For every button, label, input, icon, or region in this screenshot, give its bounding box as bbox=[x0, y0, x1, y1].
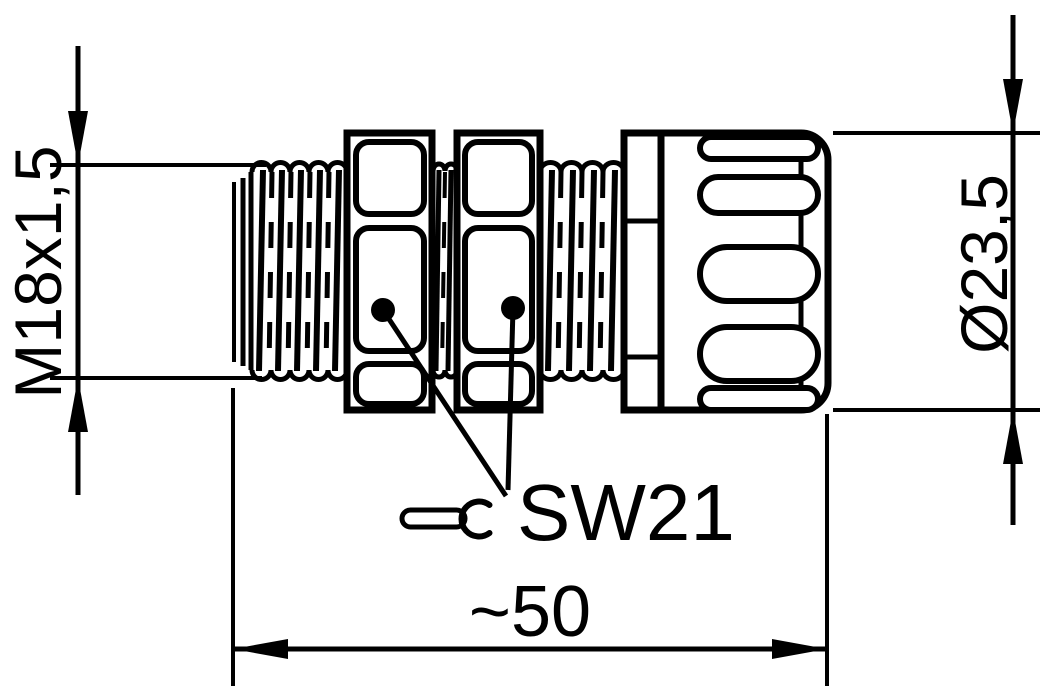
thread-flank-line bbox=[256, 169, 266, 372]
arrowhead-up bbox=[68, 378, 88, 432]
thread-flank-line bbox=[294, 169, 304, 372]
leader-line bbox=[505, 307, 516, 491]
thread-flank-line bbox=[587, 169, 597, 372]
grip-rib bbox=[697, 134, 821, 162]
leader-dot bbox=[501, 296, 525, 320]
leader-line bbox=[380, 308, 509, 498]
thread-section-rear bbox=[537, 160, 627, 382]
leader-dot bbox=[371, 298, 395, 322]
thread-root-dashed-line bbox=[597, 171, 606, 371]
thread-root-dashed-line bbox=[576, 171, 585, 371]
wrench-jaw bbox=[458, 498, 493, 540]
arrowhead-left bbox=[233, 639, 288, 659]
dimension-diameter: Ø23,5 bbox=[833, 15, 1040, 525]
grip bbox=[657, 129, 832, 414]
thread-flank-line bbox=[313, 169, 323, 372]
thread-section-middle bbox=[430, 161, 460, 380]
wrench-size-callout: SW21 bbox=[371, 296, 735, 557]
wrench-handle bbox=[399, 507, 468, 530]
wrench-icon bbox=[399, 498, 493, 540]
arrowhead-down bbox=[68, 111, 88, 165]
thread-crest-bottom bbox=[249, 369, 350, 382]
thread-crest-top bbox=[249, 160, 350, 173]
thread-flank-line bbox=[433, 169, 442, 372]
grip-rib bbox=[697, 385, 821, 413]
hex-nut-2 bbox=[453, 129, 544, 414]
thread-flank-line bbox=[332, 169, 342, 372]
thread-section-front bbox=[249, 160, 350, 382]
hex-nut-top-flat bbox=[353, 139, 427, 217]
thread-root-dashed-line bbox=[266, 171, 275, 371]
hex-nut-bottom-flat bbox=[353, 361, 427, 407]
grip-rib bbox=[697, 174, 821, 216]
thread-flank-line bbox=[608, 169, 618, 372]
thread-root-dashed-line bbox=[440, 171, 447, 371]
thread-crest-top bbox=[430, 161, 460, 172]
thread-flank-line bbox=[445, 169, 454, 372]
hex-nut-top-flat bbox=[462, 139, 535, 217]
dimension-thread-spec: M18x1,5 bbox=[1, 46, 266, 495]
thread-flank-line bbox=[545, 169, 555, 372]
dimension-overall-length: ~50 bbox=[231, 388, 829, 686]
thread-crest-bottom bbox=[537, 369, 627, 382]
connector-body bbox=[232, 129, 832, 414]
hex-nut-middle-flat bbox=[462, 225, 535, 354]
grip-rib bbox=[697, 324, 821, 384]
grip-rib bbox=[697, 244, 821, 304]
hex-nut-bottom-flat bbox=[462, 361, 535, 407]
thread-flank-line bbox=[275, 169, 285, 372]
hex-nut-middle-flat bbox=[353, 225, 427, 354]
wrench-size-label: SW21 bbox=[517, 468, 735, 557]
arrowhead-down bbox=[1003, 79, 1023, 133]
thread-root-dashed-line bbox=[323, 171, 332, 371]
thread-flank-line bbox=[566, 169, 576, 372]
thread-lead-in bbox=[232, 172, 254, 370]
thread-root-dashed-line bbox=[285, 171, 294, 371]
diameter-label: Ø23,5 bbox=[947, 174, 1021, 354]
collar bbox=[620, 129, 665, 414]
thread-root-dashed-line bbox=[304, 171, 313, 371]
thread-root-dashed-line bbox=[555, 171, 564, 371]
thread-crest-bottom bbox=[430, 369, 460, 380]
arrowhead-up bbox=[1003, 410, 1023, 464]
thread-spec-label: M18x1,5 bbox=[1, 145, 75, 398]
arrowhead-right bbox=[772, 639, 827, 659]
collar-outline bbox=[620, 129, 665, 414]
overall-length-label: ~50 bbox=[469, 572, 591, 652]
